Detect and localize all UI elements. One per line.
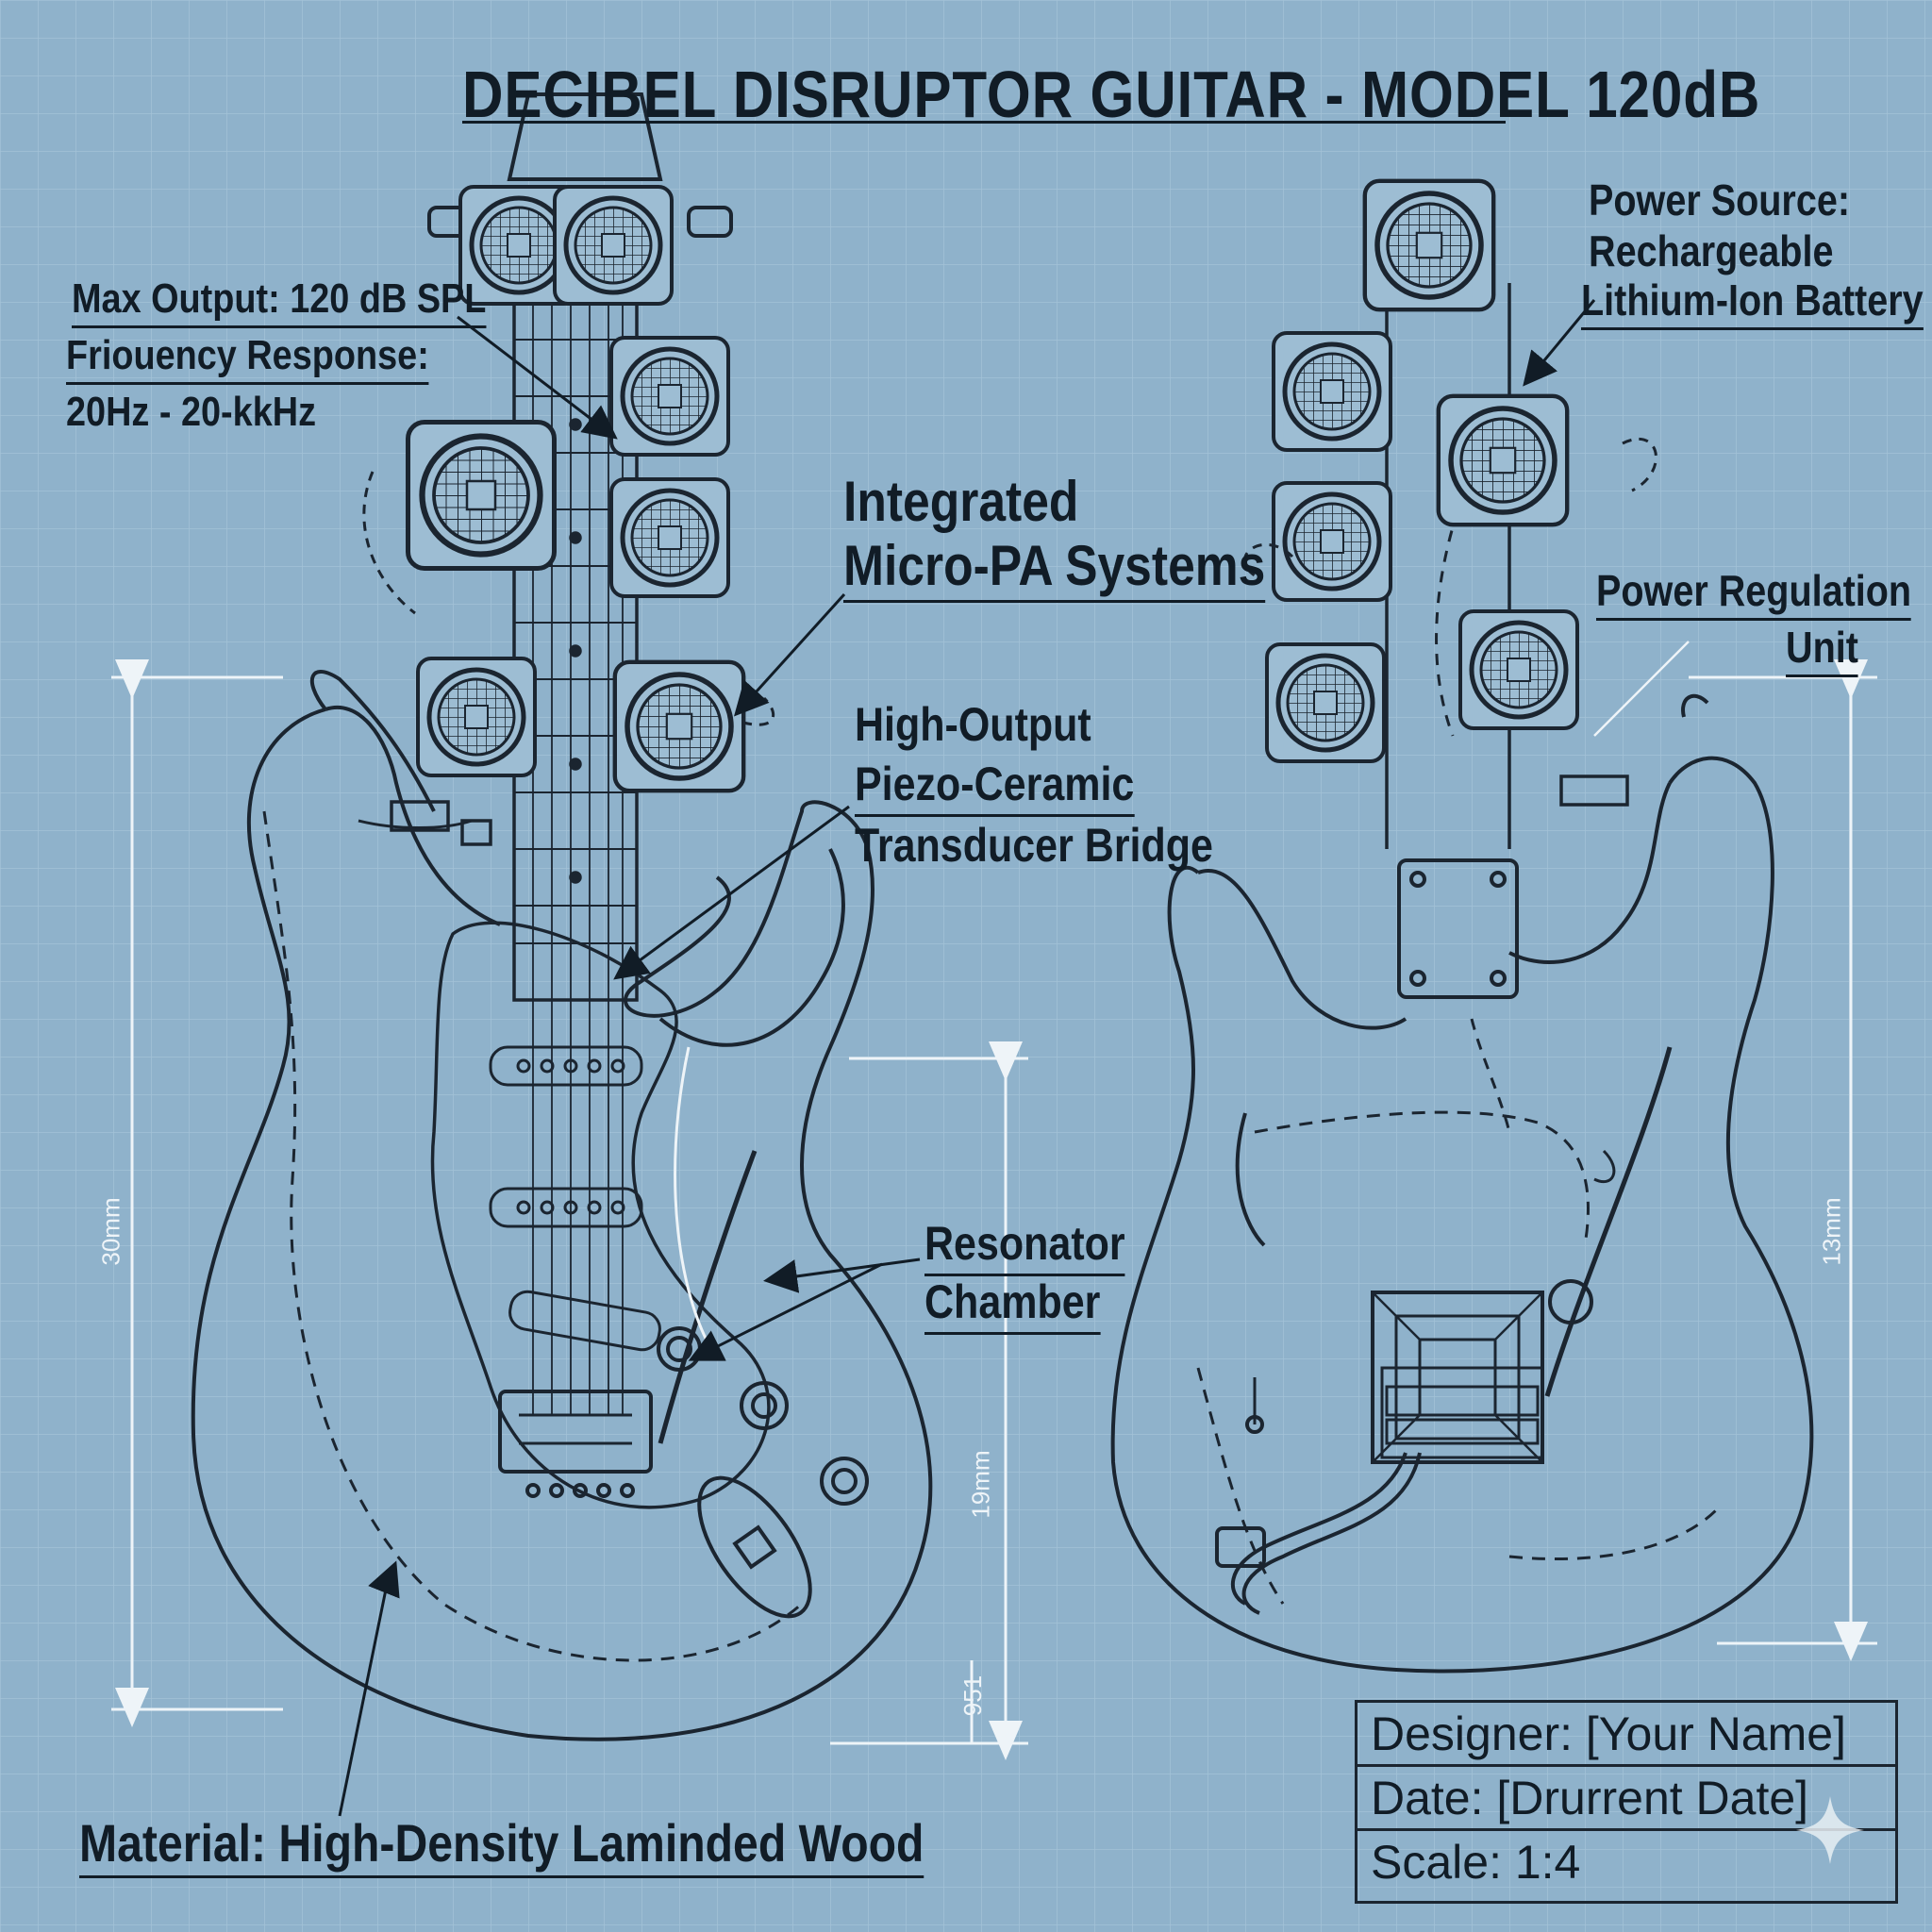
power-regulation-callout-line1: Power Regulation bbox=[1596, 566, 1912, 621]
date-field: Date: [Drurrent Date] bbox=[1357, 1767, 1895, 1831]
sparkle-icon bbox=[1796, 1796, 1864, 1864]
bridge-callout-line3: Transducer Bridge bbox=[855, 819, 1213, 872]
frequency-response-value: 20Hz - 20-kkHz bbox=[66, 389, 317, 435]
power-regulation-callout-line2: Unit bbox=[1786, 623, 1858, 677]
back-speakers bbox=[1242, 181, 1657, 807]
front-bridge bbox=[498, 1390, 653, 1474]
micro-pa-callout-line2: Micro-PA Systems bbox=[843, 533, 1266, 603]
max-output-spec: Max Output: 120 dB SPL bbox=[72, 275, 487, 328]
dimension-body-height: 19mm bbox=[966, 1450, 995, 1519]
front-body-outline bbox=[191, 708, 933, 1741]
dimension-right-height: 13mm bbox=[1817, 1197, 1846, 1266]
back-view-guitar bbox=[1110, 283, 1814, 1674]
bridge-callout-line1: High-Output bbox=[855, 698, 1091, 751]
leader-lines bbox=[338, 299, 1596, 1817]
power-source-callout-line1: Power Source: bbox=[1589, 175, 1851, 225]
dimension-small: 951 bbox=[958, 1674, 988, 1717]
micro-pa-callout-line1: Integrated bbox=[843, 470, 1079, 533]
front-speakers bbox=[390, 187, 743, 846]
dimension-left-height: 30mm bbox=[96, 1197, 125, 1266]
battery-pack bbox=[1371, 1291, 1544, 1464]
power-source-callout-line3: Lithium-Ion Battery bbox=[1581, 275, 1924, 330]
bridge-callout-line2: Piezo-Ceramic bbox=[855, 758, 1135, 817]
front-view-guitar bbox=[191, 92, 933, 1741]
resonator-callout-line2: Chamber bbox=[924, 1275, 1101, 1335]
title-block: Designer: [Your Name] Date: [Drurrent Da… bbox=[1355, 1700, 1898, 1904]
back-neck-plate bbox=[1397, 858, 1519, 999]
scale-field: Scale: 1:4 bbox=[1371, 1836, 1581, 1889]
resonator-callout-line1: Resonator bbox=[924, 1217, 1125, 1276]
material-callout: Material: High-Density Laminded Wood bbox=[79, 1813, 924, 1879]
title-underline bbox=[462, 121, 1506, 124]
power-source-callout-line2: Rechargeable bbox=[1589, 226, 1834, 275]
designer-field: Designer: [Your Name] bbox=[1357, 1703, 1895, 1767]
frequency-response-label: Friouency Response: bbox=[66, 332, 429, 385]
back-body-outline bbox=[1110, 756, 1814, 1674]
front-pickguard bbox=[430, 921, 771, 1509]
diagram-title: DECIBEL DISRUPTOR GUITAR - MODEL 120dB bbox=[462, 58, 1761, 131]
